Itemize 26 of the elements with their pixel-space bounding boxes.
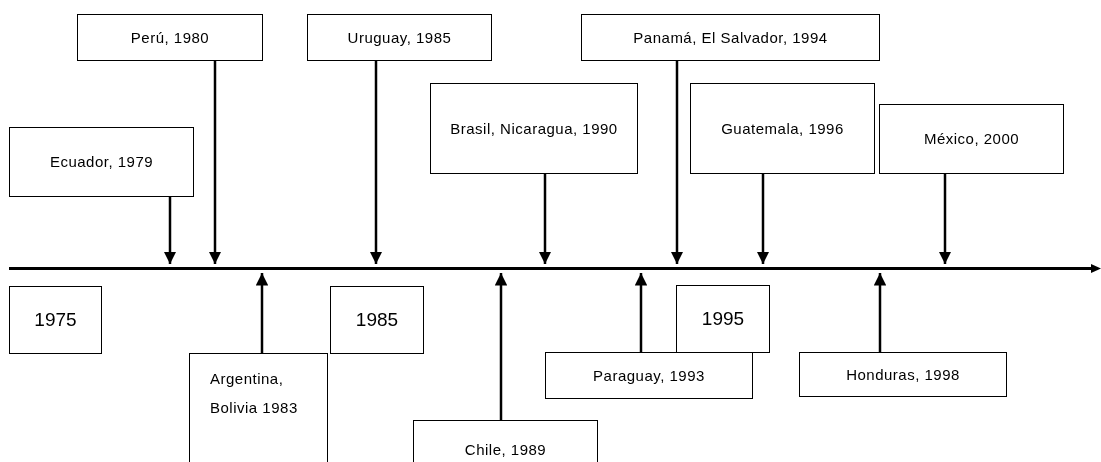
arrow [938,174,952,264]
event-label: Uruguay, 1985 [307,14,492,61]
event-label: Perú, 1980 [77,14,263,61]
event-label: Paraguay, 1993 [545,352,753,399]
arrow [255,273,269,353]
arrow [208,61,222,264]
arrow [494,273,508,420]
event-label: Chile, 1989 [413,420,598,462]
event-label: Ecuador, 1979 [9,127,194,197]
event-label: Brasil, Nicaragua, 1990 [430,83,638,174]
arrow [163,197,177,264]
arrow [873,273,887,352]
arrow [369,61,383,264]
arrow [538,174,552,264]
event-label: México, 2000 [879,104,1064,174]
year-marker: 1975 [9,286,102,354]
year-marker: 1985 [330,286,424,354]
event-label: Panamá, El Salvador, 1994 [581,14,880,61]
arrow [670,61,684,264]
year-marker: 1995 [676,285,770,353]
event-label: Guatemala, 1996 [690,83,875,174]
arrow [634,273,648,352]
event-label: Argentina, Bolivia 1983 [189,353,328,462]
event-label: Honduras, 1998 [799,352,1007,397]
timeline-axis [9,264,1101,273]
arrow [756,174,770,264]
